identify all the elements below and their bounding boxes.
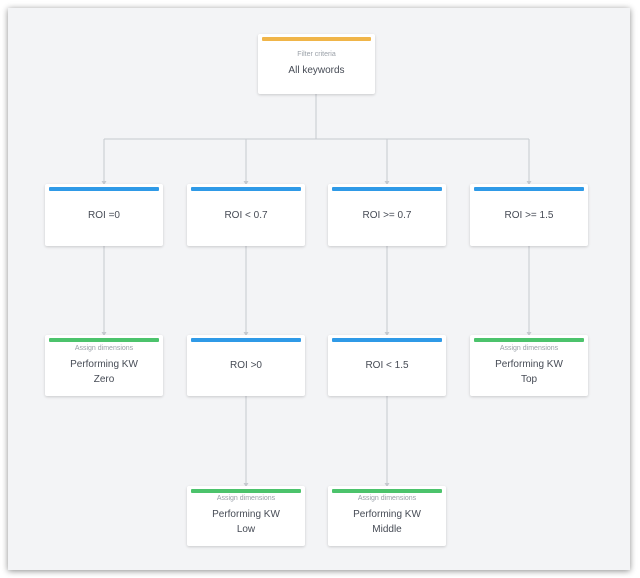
arrowhead (101, 181, 107, 185)
arrowhead (101, 332, 107, 336)
diagram-canvas (8, 8, 630, 570)
node-label-line1: Performing KW (70, 358, 138, 370)
node-label: ROI >= 0.7 (362, 209, 412, 221)
assign-accent-bar (191, 489, 301, 493)
arrowhead (243, 332, 249, 336)
condition-accent-bar (49, 187, 159, 191)
node-label: All keywords (288, 64, 345, 76)
arrowhead (243, 483, 249, 487)
condition-node-roi-ge-07[interactable]: ROI >= 0.7 (328, 184, 446, 246)
filter-criteria-node[interactable]: Filter criteria All keywords (258, 34, 375, 94)
assign-accent-bar (474, 338, 584, 342)
node-caption: Assign dimensions (357, 495, 417, 502)
condition-accent-bar (332, 187, 442, 191)
assign-node-low[interactable]: Assign dimensions Performing KW Low (187, 486, 305, 546)
arrowhead (384, 483, 390, 487)
arrowhead (526, 181, 532, 185)
node-caption: Filter criteria (297, 50, 336, 58)
arrowhead (384, 181, 390, 185)
node-label: ROI =0 (88, 209, 120, 221)
condition-accent-bar (332, 338, 442, 342)
node-label-line1: Performing KW (212, 509, 280, 520)
node-label: ROI < 0.7 (224, 209, 268, 221)
condition-node-roi-lt-07[interactable]: ROI < 0.7 (187, 184, 305, 246)
condition-node-roi-0[interactable]: ROI =0 (45, 184, 163, 246)
node-label: ROI >= 1.5 (504, 209, 554, 221)
assign-accent-bar (49, 338, 159, 342)
node-caption: Assign dimensions (74, 344, 134, 352)
node-label-line2: Zero (93, 373, 115, 385)
arrowhead (243, 181, 249, 185)
condition-node-roi-lt-15[interactable]: ROI < 1.5 (328, 335, 446, 396)
node-label-line1: Performing KW (353, 509, 421, 520)
arrowhead (526, 332, 532, 336)
node-label-line2: Middle (372, 524, 402, 535)
condition-node-roi-gt-0[interactable]: ROI >0 (187, 335, 305, 396)
condition-accent-bar (191, 338, 301, 342)
arrowhead (384, 332, 390, 336)
assign-node-zero[interactable]: Assign dimensions Performing KW Zero (45, 335, 163, 396)
node-label: ROI < 1.5 (365, 360, 409, 371)
filter-accent-bar (262, 37, 371, 41)
assign-accent-bar (332, 489, 442, 493)
assign-node-top[interactable]: Assign dimensions Performing KW Top (470, 335, 588, 396)
node-label: ROI >0 (230, 360, 262, 371)
node-label-line2: Top (520, 373, 538, 385)
condition-accent-bar (191, 187, 301, 191)
node-label-line1: Performing KW (495, 358, 563, 370)
node-caption: Assign dimensions (216, 495, 276, 502)
assign-node-middle[interactable]: Assign dimensions Performing KW Middle (328, 486, 446, 546)
condition-node-roi-ge-15[interactable]: ROI >= 1.5 (470, 184, 588, 246)
node-label-line2: Low (236, 524, 256, 535)
node-caption: Assign dimensions (499, 344, 559, 352)
condition-accent-bar (474, 187, 584, 191)
